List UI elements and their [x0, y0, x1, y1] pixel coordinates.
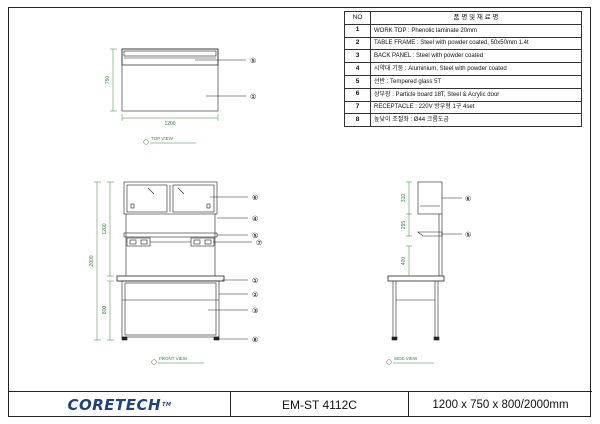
- row-no: 5: [344, 74, 371, 89]
- header-no: NO: [344, 11, 371, 25]
- row-desc: RECEPTACLE : 220V 방우형 1구 4set: [370, 100, 582, 115]
- front-callout-6: ⑥: [252, 194, 258, 202]
- row-no: 4: [344, 62, 371, 76]
- top-callout-5: ⑤: [250, 57, 256, 65]
- front-view-caption: FRONT VIEW: [159, 356, 188, 361]
- top-view-caption: TOP VIEW: [151, 136, 174, 141]
- front-callout-7: ⑦: [256, 239, 262, 247]
- row-desc: BACK PANEL : Steel with powder coated: [370, 49, 582, 64]
- top-callout-1: ①: [250, 93, 256, 101]
- side-cabinet-dim: 310: [401, 194, 407, 203]
- parts-table-header: NO 품 명 및 재 료 명: [344, 11, 582, 25]
- row-no: 2: [344, 36, 371, 51]
- side-view-caption: SIDE VIEW: [394, 356, 418, 361]
- top-view: [110, 48, 246, 145]
- side-shelf-dim: 295: [401, 221, 407, 230]
- front-upper-dim: 1200: [102, 223, 108, 234]
- row-desc: 상부장 : Particle board 18T, Steel & Acryli…: [370, 87, 582, 102]
- front-callout-1: ①: [252, 277, 258, 285]
- row-desc: TABLE FRAME : Steel with powder coated, …: [370, 36, 582, 51]
- front-callout-4: ④: [252, 215, 258, 223]
- row-no: 3: [344, 49, 371, 64]
- row-no: 7: [344, 100, 371, 115]
- model-number: EM-ST 4112C: [231, 392, 409, 417]
- product-size: 1200 x 750 x 800/2000mm: [432, 398, 569, 411]
- row-desc: WORK TOP : Phenolic laminate 20mm: [370, 23, 582, 38]
- front-lower-dim: 800: [102, 306, 108, 315]
- row-desc: 선반 : Tempered glass 5T: [370, 74, 582, 89]
- front-view: [94, 181, 252, 365]
- header-name: 품 명 및 재 료 명: [370, 11, 582, 25]
- row-no: 8: [344, 113, 371, 128]
- side-callout-6: ⑥: [465, 195, 471, 203]
- side-callout-5: ⑤: [465, 231, 471, 239]
- row-desc: 높낮이 조절좌 : Ø44 크롬도금: [370, 113, 582, 128]
- front-callout-8: ⑧: [252, 336, 258, 344]
- front-total-dim: 2000: [89, 255, 95, 266]
- row-no: 6: [344, 87, 371, 102]
- company-logo-text: CORETECH: [67, 395, 162, 414]
- row-no: 1: [344, 23, 371, 38]
- front-callout-3: ③: [252, 307, 258, 315]
- top-depth-dim: 750: [105, 76, 111, 85]
- front-callout-5: ⑤: [252, 232, 258, 240]
- side-view: [386, 181, 462, 365]
- row-desc: 시약대 기둥 : Aluminium, Steel with powder co…: [370, 62, 582, 76]
- side-lower-dim: 400: [401, 257, 407, 266]
- front-callout-2: ②: [252, 291, 258, 299]
- top-width-dim: 1200: [164, 121, 175, 127]
- drawing-sheet-border: [8, 7, 591, 417]
